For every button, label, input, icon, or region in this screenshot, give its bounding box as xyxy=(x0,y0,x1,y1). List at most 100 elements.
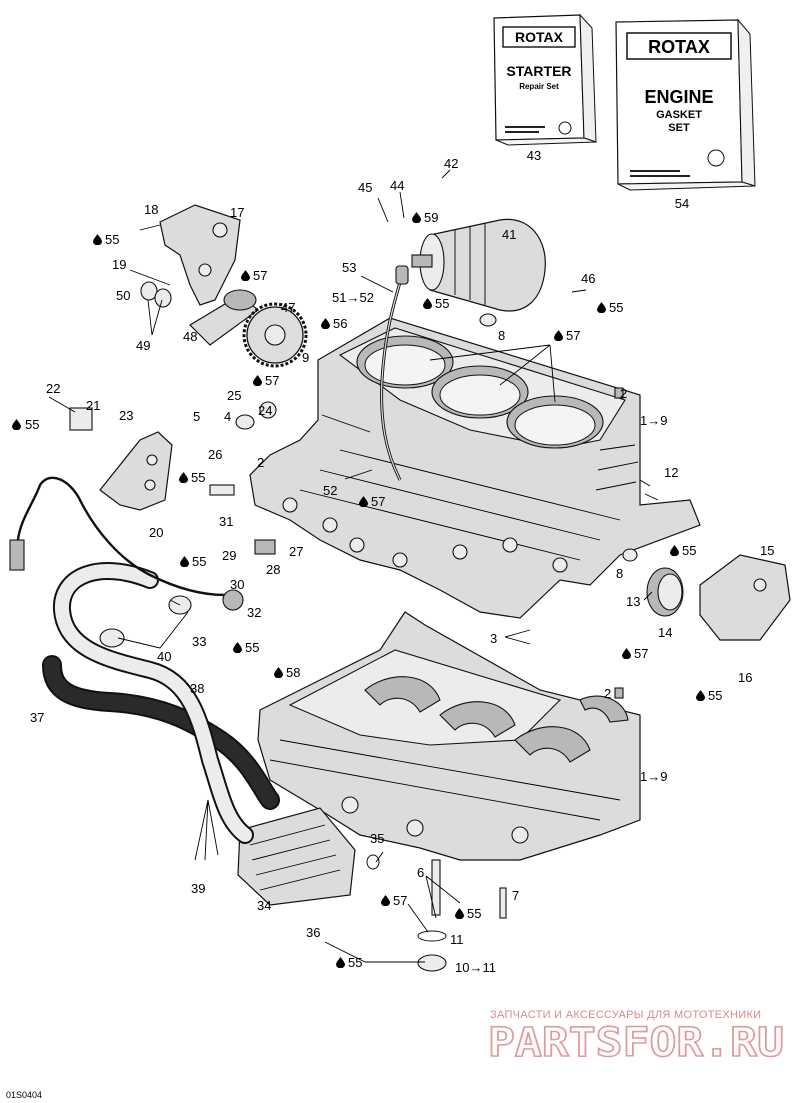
callout-11: 11 xyxy=(450,932,464,947)
callout-13: 13 xyxy=(626,594,640,609)
oil-drop-icon xyxy=(412,212,421,223)
svg-text:57: 57 xyxy=(371,494,385,509)
starter-book-brand: ROTAX xyxy=(515,29,564,45)
engine-book-subtitle-2: SET xyxy=(668,122,690,134)
engine-book-subtitle-1: GASKET xyxy=(656,109,702,121)
svg-text:57: 57 xyxy=(634,646,648,661)
callout-3: 3 xyxy=(490,631,497,646)
callout-18: 18 xyxy=(144,202,158,217)
callout-4: 4 xyxy=(224,409,231,424)
callout-53: 53 xyxy=(342,260,356,275)
oil-drop-icon xyxy=(233,642,242,653)
lower-crankcase xyxy=(257,611,641,861)
oil-drop-icon xyxy=(597,302,606,313)
lube-57-f: 57 xyxy=(381,893,407,908)
callout-12: 12 xyxy=(664,465,678,480)
oil-drop-icon xyxy=(179,472,188,483)
upper-crankcase xyxy=(249,317,701,619)
callout-16: 16 xyxy=(738,670,752,685)
svg-text:57: 57 xyxy=(393,893,407,908)
sensor-harness xyxy=(9,407,226,597)
callout-labels: 1→9 1→9 2 2 2 3 4 5 6 7 8 8 9 10→11 11 1… xyxy=(30,156,774,975)
svg-text:55: 55 xyxy=(191,470,205,485)
callout-28: 28 xyxy=(266,562,280,577)
oil-drop-icon xyxy=(455,908,464,919)
oil-drop-icon xyxy=(321,318,330,329)
lube-55-g: 55 xyxy=(670,543,696,558)
callout-6: 6 xyxy=(417,865,424,880)
oil-drop-icon xyxy=(670,545,679,556)
callout-1-9-lower: 1→9 xyxy=(640,769,667,784)
callout-51-52: 51→52 xyxy=(332,290,374,305)
callout-17: 17 xyxy=(230,205,244,220)
callout-7: 7 xyxy=(512,888,519,903)
callout-34: 34 xyxy=(257,898,271,913)
lube-55-b: 55 xyxy=(423,296,449,311)
engine-gasket-set-book: ROTAX ENGINE GASKET SET 54 xyxy=(615,18,756,211)
callout-49: 49 xyxy=(136,338,150,353)
oil-drop-icon xyxy=(381,895,390,906)
callout-14: 14 xyxy=(658,625,672,640)
callout-2c: 2 xyxy=(604,686,611,701)
callout-31: 31 xyxy=(219,514,233,529)
lube-55-i: 55 xyxy=(696,688,722,703)
seal-14 xyxy=(646,567,684,617)
callout-47: 47 xyxy=(281,300,295,315)
svg-text:57: 57 xyxy=(566,328,580,343)
starter-book-title: STARTER xyxy=(506,63,571,79)
svg-text:55: 55 xyxy=(609,300,623,315)
callout-45: 45 xyxy=(358,180,372,195)
lube-57-d: 57 xyxy=(359,494,385,509)
oil-drop-icon xyxy=(93,234,102,245)
starter-repair-set-book: ROTAX STARTER Repair Set 43 xyxy=(493,13,597,163)
svg-text:58: 58 xyxy=(286,665,300,680)
oil-cooler xyxy=(237,807,356,906)
callout-27: 27 xyxy=(289,544,303,559)
callout-8b: 8 xyxy=(616,566,623,581)
starter-book-subtitle: Repair Set xyxy=(519,82,559,91)
cover-15 xyxy=(699,554,791,641)
watermark: ЗАПЧАСТИ И АКСЕССУАРЫ ДЛЯ МОТОТЕХНИКИ PA… xyxy=(487,1009,785,1067)
bracket-20 xyxy=(99,431,173,511)
engine-book-brand: ROTAX xyxy=(648,37,710,57)
callout-36: 36 xyxy=(306,925,320,940)
callout-50: 50 xyxy=(116,288,130,303)
oil-drop-icon xyxy=(180,556,189,567)
svg-text:55: 55 xyxy=(435,296,449,311)
watermark-tagline: ЗАПЧАСТИ И АКСЕССУАРЫ ДЛЯ МОТОТЕХНИКИ xyxy=(490,1009,761,1021)
bracket-17 xyxy=(159,204,241,306)
engine-book-title: ENGINE xyxy=(644,87,713,107)
hoses xyxy=(42,562,280,844)
svg-text:55: 55 xyxy=(682,543,696,558)
callout-44: 44 xyxy=(390,178,404,193)
lube-57-b: 57 xyxy=(554,328,580,343)
oil-drop-icon xyxy=(12,419,21,430)
svg-text:55: 55 xyxy=(348,955,362,970)
callout-37: 37 xyxy=(30,710,44,725)
callout-24: 24 xyxy=(258,403,272,418)
book-43-number: 43 xyxy=(527,148,541,163)
callout-8a: 8 xyxy=(498,328,505,343)
callout-30: 30 xyxy=(230,577,244,592)
callout-23: 23 xyxy=(119,408,133,423)
book-54-number: 54 xyxy=(675,196,689,211)
callout-38: 38 xyxy=(190,681,204,696)
lube-57-c: 57 xyxy=(253,373,279,388)
svg-text:55: 55 xyxy=(192,554,206,569)
lubricant-callouts: 55 57 59 55 55 56 57 57 55 55 57 55 55 5… xyxy=(12,210,722,970)
starter-motor xyxy=(411,218,546,312)
lube-58: 58 xyxy=(274,665,300,680)
callout-2a: 2 xyxy=(620,386,627,401)
callout-26: 26 xyxy=(208,447,222,462)
svg-text:57: 57 xyxy=(253,268,267,283)
svg-text:55: 55 xyxy=(25,417,39,432)
callout-42: 42 xyxy=(444,156,458,171)
svg-text:55: 55 xyxy=(105,232,119,247)
callout-5: 5 xyxy=(193,409,200,424)
lube-55-d: 55 xyxy=(12,417,39,432)
callout-1-9-upper: 1→9 xyxy=(640,413,667,428)
svg-text:56: 56 xyxy=(333,316,347,331)
small-hardware xyxy=(99,281,638,972)
svg-text:55: 55 xyxy=(467,906,481,921)
